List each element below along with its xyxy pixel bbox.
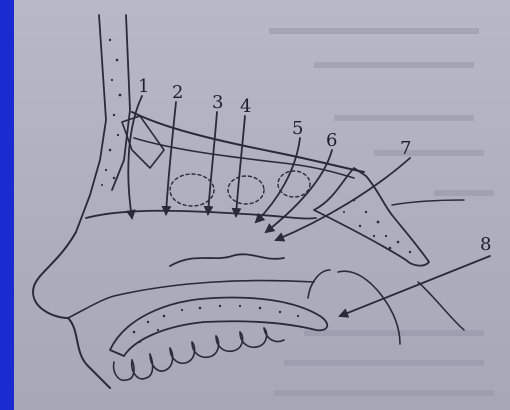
label-7: 7 <box>400 138 411 159</box>
label-6: 6 <box>326 130 337 151</box>
scanned-page: 1 2 3 4 5 6 7 8 <box>14 0 510 410</box>
label-5: 5 <box>292 118 303 139</box>
eustachian-hook <box>308 270 330 298</box>
nasal-bone-stipple <box>101 39 121 186</box>
label-2: 2 <box>172 82 183 103</box>
arrow-4 <box>236 116 245 216</box>
label-8: 8 <box>480 234 491 255</box>
pharynx-back <box>418 282 464 330</box>
nasal-bone-inner <box>112 15 130 190</box>
posterior-wall <box>392 200 464 205</box>
sphenoid-body <box>314 168 429 266</box>
nasal-bone-outline <box>76 15 106 232</box>
bleed-through-text <box>269 28 494 396</box>
nose-profile <box>33 232 110 388</box>
label-4: 4 <box>240 96 251 117</box>
nostril-curve <box>68 296 114 318</box>
label-3: 3 <box>212 92 223 113</box>
label-1: 1 <box>138 76 149 97</box>
ethmoid-line <box>134 138 354 178</box>
inferior-turbinate <box>170 254 284 266</box>
arrow-7 <box>276 158 410 240</box>
arrow-3 <box>208 112 217 214</box>
arrow-2 <box>166 102 176 214</box>
diagram-labels: 1 2 3 4 5 6 7 8 <box>138 76 491 255</box>
nasal-cavity-diagram: 1 2 3 4 5 6 7 8 <box>14 0 510 410</box>
middle-turbinate <box>86 211 316 219</box>
upper-teeth <box>114 328 284 380</box>
inferior-meatus-line <box>114 281 314 296</box>
pointer-arrows <box>128 96 490 316</box>
